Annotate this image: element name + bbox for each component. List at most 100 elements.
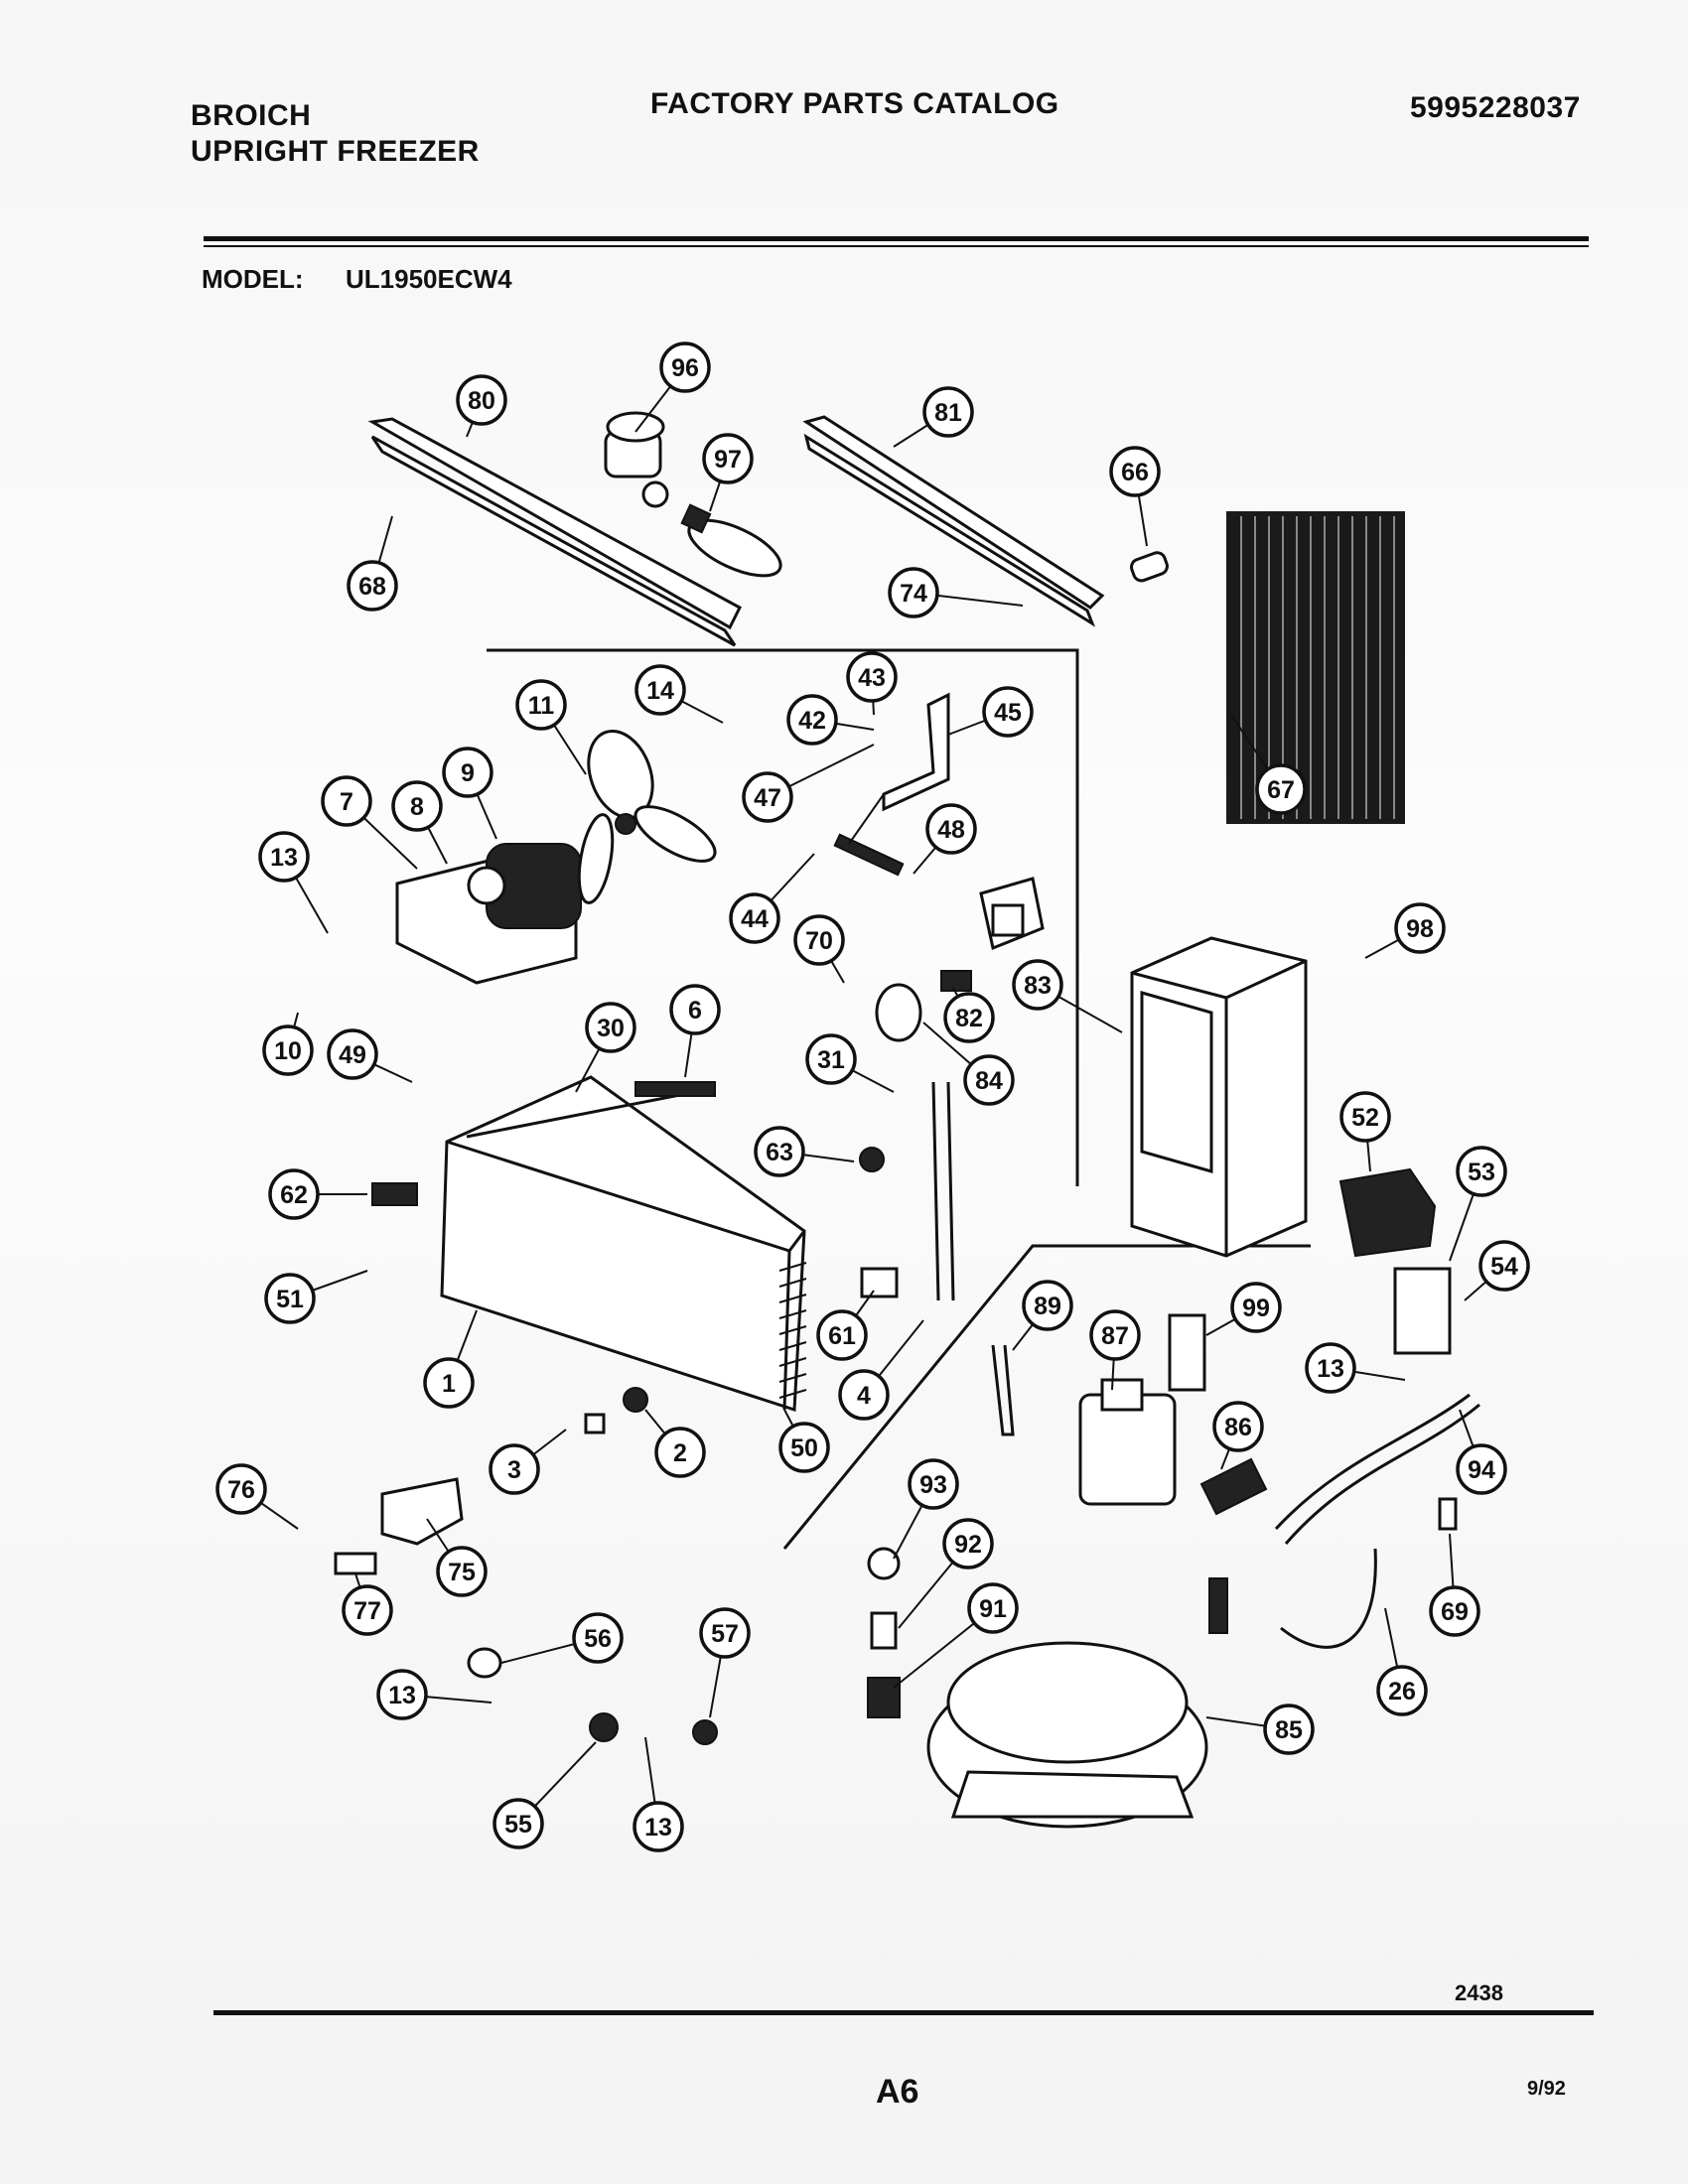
part-97-bulb <box>680 503 782 578</box>
part-55 <box>589 1712 619 1742</box>
part-2 <box>623 1387 648 1413</box>
callout-number: 80 <box>468 387 495 415</box>
page-number: A6 <box>876 2073 919 2111</box>
callout-number: 43 <box>858 664 886 692</box>
callout-26: 26 <box>1376 1665 1428 1716</box>
callout-63: 63 <box>754 1126 805 1177</box>
part-45-bracket <box>833 692 950 877</box>
callout-67: 67 <box>1255 763 1307 815</box>
callout-number: 87 <box>1101 1322 1129 1350</box>
callout-number: 13 <box>644 1814 672 1842</box>
revision-date: 9/92 <box>1527 2078 1566 2100</box>
part-9-fan-motor <box>395 843 582 985</box>
callout-number: 81 <box>934 399 962 427</box>
callout-94: 94 <box>1456 1443 1507 1495</box>
callout-number: 51 <box>276 1286 304 1313</box>
part-84-ring <box>875 983 922 1042</box>
part-30-tube <box>466 1090 696 1139</box>
part-62 <box>371 1182 418 1206</box>
callout-49: 49 <box>327 1028 378 1080</box>
callout-53: 53 <box>1456 1146 1507 1197</box>
callout-97: 97 <box>702 433 754 484</box>
part-94-cord <box>1274 1393 1471 1531</box>
callout-number: 47 <box>754 784 781 812</box>
callout-74: 74 <box>888 567 939 618</box>
callout-13: 13 <box>1305 1342 1356 1394</box>
callout-number: 61 <box>828 1322 856 1350</box>
callout-80: 80 <box>456 374 507 426</box>
callout-14: 14 <box>634 664 686 716</box>
callout-70: 70 <box>793 914 845 966</box>
callout-50: 50 <box>778 1422 830 1473</box>
callout-76: 76 <box>215 1463 267 1515</box>
callout-68: 68 <box>347 560 398 612</box>
callout-8: 8 <box>391 780 443 832</box>
part-56 <box>467 1647 502 1679</box>
part-75-bracket <box>380 1477 464 1546</box>
callout-number: 98 <box>1406 915 1434 943</box>
callout-number: 96 <box>671 354 699 382</box>
callout-66: 66 <box>1109 446 1161 497</box>
callout-number: 26 <box>1388 1678 1416 1706</box>
callout-10: 10 <box>262 1024 314 1076</box>
callout-30: 30 <box>585 1002 636 1053</box>
callout-42: 42 <box>786 694 838 746</box>
callout-number: 74 <box>900 580 927 608</box>
callout-57: 57 <box>699 1607 751 1659</box>
callout-number: 69 <box>1441 1598 1469 1626</box>
callout-number: 50 <box>790 1434 818 1462</box>
callout-number: 8 <box>410 793 424 821</box>
callout-96: 96 <box>659 341 711 393</box>
callout-92: 92 <box>942 1518 994 1570</box>
part-63-grommet <box>859 1147 885 1172</box>
header-rule-thin <box>204 245 1589 247</box>
freezer-cabinet <box>1130 936 1308 1258</box>
callout-number: 13 <box>388 1682 416 1709</box>
callout-number: 45 <box>994 699 1022 727</box>
part-31-tube <box>931 1081 940 1301</box>
part-52-control <box>1338 1167 1437 1258</box>
part-57 <box>692 1719 718 1745</box>
callout-9: 9 <box>442 747 493 798</box>
callout-number: 97 <box>714 446 742 474</box>
part-11-fan-blade <box>577 729 717 904</box>
callout-56: 56 <box>572 1612 624 1664</box>
callout-number: 66 <box>1121 459 1149 486</box>
callout-number: 42 <box>798 707 826 735</box>
callout-number: 93 <box>919 1471 947 1499</box>
catalog-title: FACTORY PARTS CATALOG <box>650 87 1059 120</box>
callout-number: 48 <box>937 816 965 844</box>
callout-69: 69 <box>1429 1585 1480 1637</box>
callout-number: 44 <box>741 905 769 933</box>
model-label: MODEL: <box>202 264 304 294</box>
callout-number: 31 <box>817 1046 845 1074</box>
callout-52: 52 <box>1339 1091 1391 1143</box>
callout-number: 92 <box>954 1531 982 1559</box>
callout-number: 11 <box>528 692 555 720</box>
part-93-grommet-set <box>867 1547 901 1718</box>
callout-number: 70 <box>805 927 833 955</box>
part-66 <box>1130 551 1169 583</box>
callout-number: 1 <box>442 1370 456 1398</box>
callout-51: 51 <box>264 1273 316 1324</box>
product-type: UPRIGHT FREEZER <box>191 135 480 168</box>
callout-number: 14 <box>646 677 674 705</box>
brand-name: BROICH <box>191 99 312 132</box>
callout-number: 30 <box>597 1015 625 1042</box>
model-number: UL1950ECW4 <box>346 264 512 294</box>
callout-number: 62 <box>280 1181 308 1209</box>
callout-47: 47 <box>742 771 793 823</box>
callout-11: 11 <box>515 679 567 731</box>
part-86 <box>1199 1457 1268 1516</box>
callout-82: 82 <box>943 992 995 1043</box>
callout-48: 48 <box>925 803 977 855</box>
callout-61: 61 <box>816 1309 868 1361</box>
part-85-compressor <box>926 1577 1228 1829</box>
callout-1: 1 <box>423 1357 475 1409</box>
callout-54: 54 <box>1478 1240 1530 1292</box>
callout-number: 67 <box>1267 776 1295 804</box>
part-53-plate <box>1393 1267 1452 1355</box>
part-77 <box>334 1552 377 1575</box>
callout-number: 7 <box>340 788 353 816</box>
